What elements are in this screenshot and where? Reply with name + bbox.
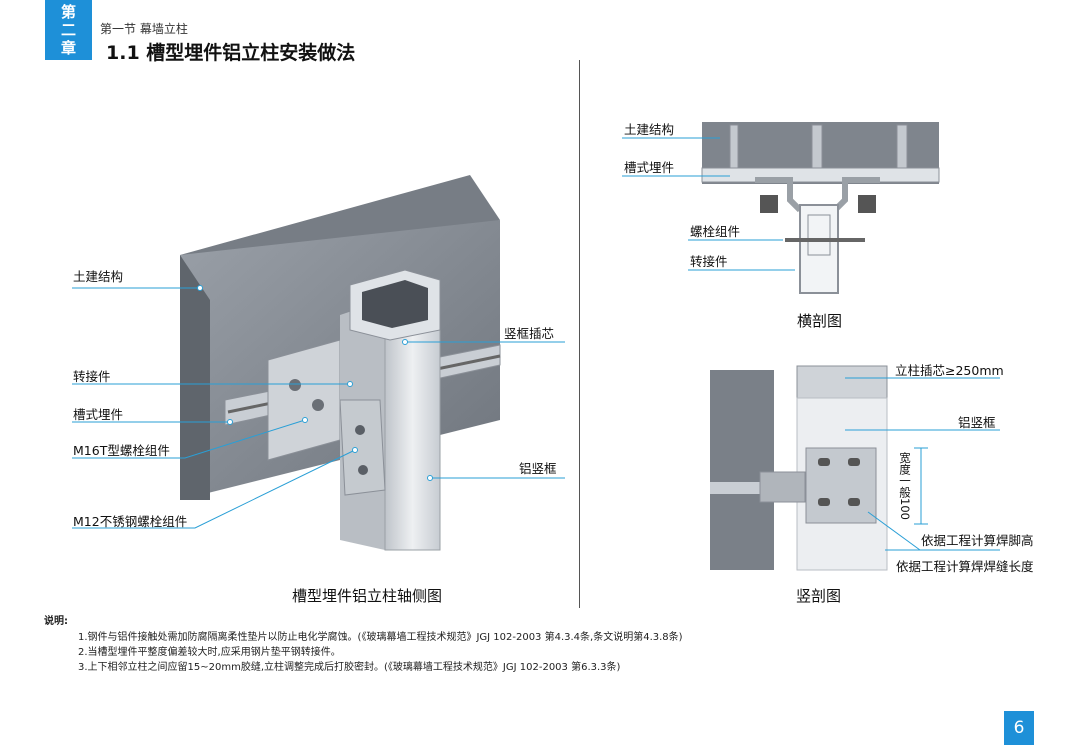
label-m12-bolt: M12不锈钢螺栓组件 [73,514,188,529]
label-mullion: 铝竖框 [519,461,557,476]
chapter-tab-char: 二 [60,21,76,39]
note-item: 1.钢件与铝件接触处需加防腐隔离柔性垫片以防止电化学腐蚀。(《玻璃幕墙工程技术规… [78,632,683,643]
leader-line [72,449,356,529]
label-core-insert: 竖框插芯 [504,326,555,341]
caption-cross-section: 横剖图 [797,312,843,330]
label-vs-mullion: 铝竖框 [958,415,996,430]
vertical-divider [579,60,580,608]
concrete-wall [710,370,774,570]
cross-section-drawing [622,122,940,294]
section-label: 第一节 幕墙立柱 [100,22,188,36]
label-cs-bolt: 螺栓组件 [690,224,741,239]
bolt-plate [339,399,386,496]
notes: 说明: 1.钢件与铝件接触处需加防腐隔离柔性垫片以防止电化学腐蚀。(《玻璃幕墙工… [44,614,683,675]
vertical-section-drawing [710,365,1000,571]
label-vs-weld-length: 依据工程计算焊焊缝长度 [896,559,1034,574]
concrete-block-side [180,255,210,500]
label-vs-weld-height: 依据工程计算焊脚高 [921,533,1034,548]
caption-isometric: 槽型埋件铝立柱轴侧图 [292,587,443,605]
page-number: 6 [1004,711,1034,745]
label-cs-channel: 槽式埋件 [624,160,675,175]
isometric-drawing [72,175,565,551]
adapter-plate [267,339,341,461]
leader-line [72,419,306,459]
channel-embed-section [701,167,940,183]
core-insert-top [796,365,888,399]
label-vs-width: 宽度一般100 [898,452,912,520]
page-title: 1.1 槽型埋件铝立柱安装做法 [106,42,356,64]
note-item: 2.当槽型埋件平整度偏差较大时,应采用钢片垫平钢转接件。 [78,647,341,658]
chapter-tab-char: 章 [60,39,76,57]
label-channel-embed: 槽式埋件 [73,407,124,422]
label-civil-structure: 土建结构 [73,269,124,284]
caption-vertical-section: 竖剖图 [796,587,842,605]
chapter-tab: 第 二 章 [45,0,92,60]
note-item: 3.上下相邻立柱之间应留15~20mm胶缝,立柱调整完成后打胶密封。(《玻璃幕墙… [78,662,621,673]
label-adapter: 转接件 [73,369,111,384]
label-vs-core: 立柱插芯≥250mm [895,363,1004,378]
label-cs-civil: 土建结构 [624,122,675,137]
adapter-plate-vs [805,447,877,524]
mullion-section [799,204,839,294]
notes-heading: 说明: [44,616,68,627]
label-cs-adapter: 转接件 [690,254,728,269]
label-m16-bolt: M16T型螺栓组件 [73,443,170,458]
chapter-tab-char: 第 [60,3,76,21]
